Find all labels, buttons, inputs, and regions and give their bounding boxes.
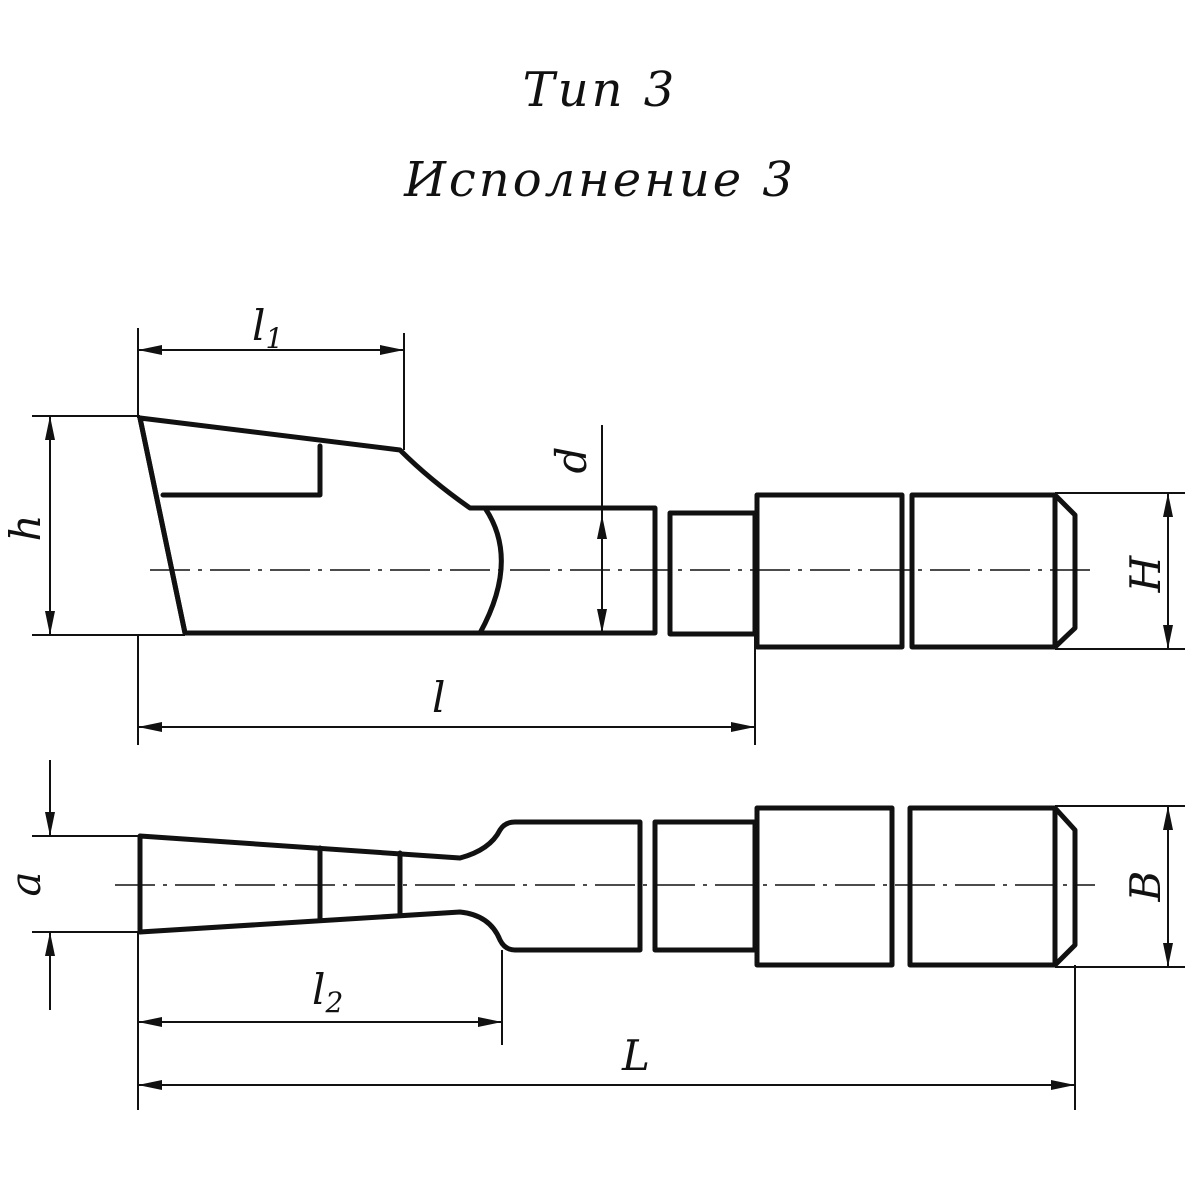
dim-label-a: a xyxy=(1,871,50,896)
title-variant: Исполнение 3 xyxy=(404,152,796,208)
plan-shank-segment-1 xyxy=(652,819,758,953)
dim-label-l2: l2 xyxy=(312,965,343,1019)
plan-shank-end xyxy=(907,805,1078,968)
shank-segment-2 xyxy=(754,492,905,650)
head-outline xyxy=(137,415,658,636)
plan-view: a B l2 L xyxy=(1,760,1185,1110)
side-view: l1 h d H l xyxy=(1,301,1185,745)
shank-end xyxy=(909,492,1078,650)
dim-label-l1: l1 xyxy=(252,301,283,355)
title-type: Тип 3 xyxy=(522,62,678,118)
dim-label-d: d xyxy=(547,447,596,474)
dim-label-H: H xyxy=(1121,554,1170,593)
shank-segment-1 xyxy=(667,510,758,637)
dim-label-B: B xyxy=(1121,871,1170,903)
dim-label-l: l xyxy=(432,673,445,722)
neck-curve xyxy=(477,505,504,636)
insert-slot xyxy=(160,443,323,498)
plan-shank-segment-2 xyxy=(754,805,895,968)
dim-label-h: h xyxy=(1,514,50,541)
plan-head-outline xyxy=(137,819,643,953)
head-front-edge xyxy=(137,415,188,636)
dim-label-L: L xyxy=(621,1031,650,1080)
